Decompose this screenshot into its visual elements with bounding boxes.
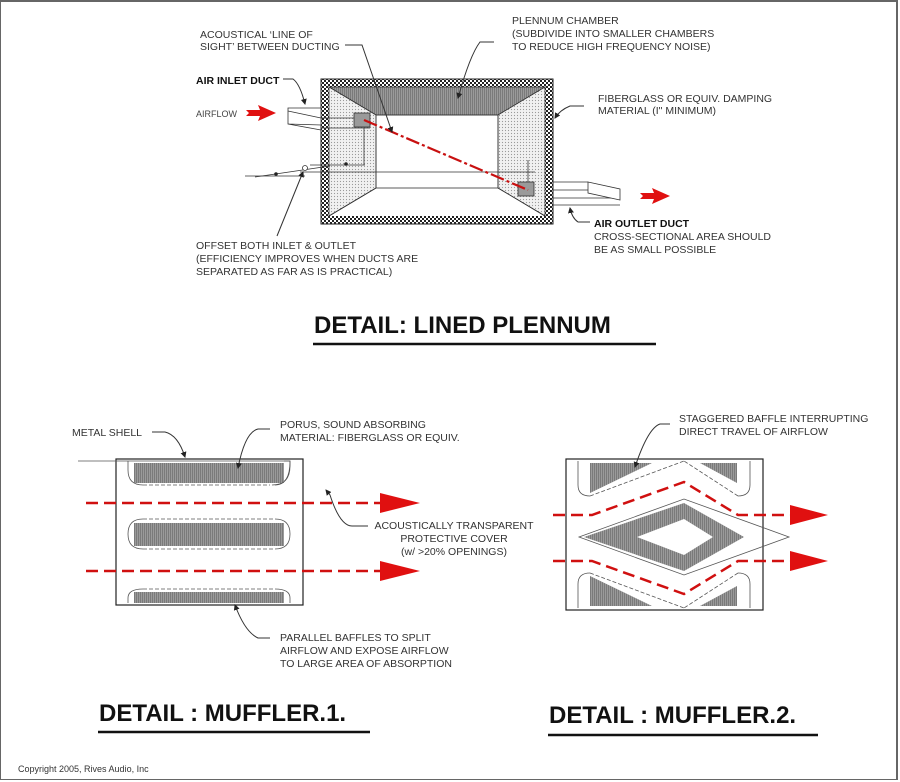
label-plennum-chamber-2: (SUBDIVIDE INTO SMALLER CHAMBERS	[512, 28, 714, 40]
center-baffle-void	[637, 519, 713, 555]
label-outlet-note-2: BE AS SMALL POSSIBLE	[594, 244, 716, 256]
center-baffle-outline	[577, 498, 791, 576]
label-porus-2: MATERIAL: FIBERGLASS OR EQUIV.	[280, 432, 460, 444]
label-outlet-note-1: CROSS-SECTIONAL AREA SHOULD	[594, 231, 771, 243]
baffle-bottom	[127, 588, 291, 603]
label-airflow: AIRFLOW	[196, 109, 238, 119]
lined-plennum-detail: ACOUSTICAL ‘LINE OF SIGHT’ BETWEEN DUCTI…	[196, 15, 772, 346]
airflow-inlet-arrow-icon	[246, 105, 276, 121]
label-cover-1: ACOUSTICALLY TRANSPARENT	[374, 520, 534, 532]
label-offset-3: SEPARATED AS FAR AS IS PRACTICAL)	[196, 266, 392, 278]
absorber-top-right	[700, 463, 737, 483]
label-parallel-1: PARALLEL BAFFLES TO SPLIT	[280, 632, 431, 644]
label-offset-1: OFFSET BOTH INLET & OUTLET	[196, 240, 357, 252]
label-cover-3: (w/ >20% OPENINGS)	[401, 546, 507, 558]
plennum-back-wall	[375, 114, 499, 189]
absorber-bottom-left	[590, 576, 652, 606]
label-plennum-chamber-1: PLENNUM CHAMBER	[512, 15, 619, 27]
label-line-of-sight-2: SIGHT’ BETWEEN DUCTING	[200, 41, 340, 53]
air-outlet-duct	[517, 160, 621, 206]
absorber-bottom-right	[700, 586, 737, 606]
baffle-middle	[127, 518, 291, 550]
label-fiberglass-1: FIBERGLASS OR EQUIV. DAMPING	[598, 93, 772, 105]
label-cover-2: PROTECTIVE COVER	[400, 533, 508, 545]
airflow-outlet-arrow-icon	[640, 188, 670, 204]
title-muffler1: DETAIL : MUFFLER.1.	[99, 700, 346, 727]
label-staggered-1: STAGGERED BAFFLE INTERRUPTING	[679, 413, 868, 425]
label-plennum-chamber-3: TO REDUCE HIGH FREQUENCY NOISE)	[512, 41, 711, 53]
label-fiberglass-2: MATERIAL (I" MINIMUM)	[598, 105, 716, 117]
airflow-path-lower	[553, 559, 790, 596]
airflow-arrowhead-2-icon	[380, 561, 420, 581]
baffle-top	[78, 460, 291, 486]
label-air-inlet-duct: AIR INLET DUCT	[196, 75, 280, 87]
label-line-of-sight-1: ACOUSTICAL ‘LINE OF	[200, 29, 313, 41]
airflow-arrowhead-1-icon	[380, 493, 420, 513]
air-inlet-duct	[287, 107, 371, 165]
label-parallel-3: TO LARGE AREA OF ABSORPTION	[280, 658, 452, 670]
title-lined-plennum: DETAIL: LINED PLENNUM	[314, 312, 611, 339]
label-air-outlet-duct: AIR OUTLET DUCT	[594, 218, 690, 230]
absorber-top-left	[590, 463, 652, 493]
muffler2-detail: STAGGERED BAFFLE INTERRUPTING DIRECT TRA…	[548, 413, 868, 737]
label-metal-shell: METAL SHELL	[72, 427, 142, 439]
label-offset-2: (EFFICIENCY IMPROVES WHEN DUCTS ARE	[196, 253, 418, 265]
label-parallel-2: AIRFLOW AND EXPOSE AIRFLOW	[280, 645, 449, 657]
airflow-path-upper	[553, 480, 790, 517]
muffler1-detail: METAL SHELL PORUS, SOUND ABSORBING MATER…	[72, 419, 534, 734]
copyright-notice: Copyright 2005, Rives Audio, Inc	[18, 764, 149, 774]
airflow-arrowhead-upper-icon	[790, 505, 828, 525]
airflow-arrowhead-lower-icon	[790, 551, 828, 571]
label-staggered-2: DIRECT TRAVEL OF AIRFLOW	[679, 426, 828, 438]
title-muffler2: DETAIL : MUFFLER.2.	[549, 702, 796, 729]
label-porus-1: PORUS, SOUND ABSORBING	[280, 419, 426, 431]
